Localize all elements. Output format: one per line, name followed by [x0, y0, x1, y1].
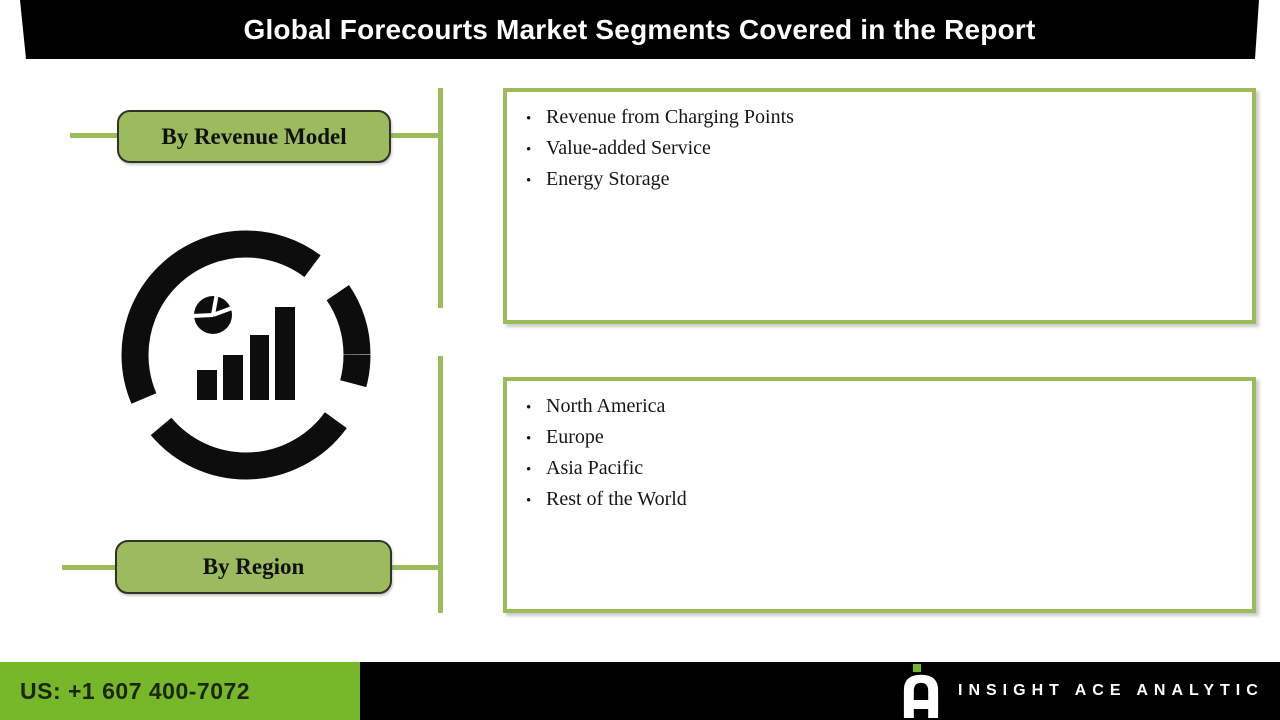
list-item: • North America [520, 392, 1242, 423]
market-analytics-icon [121, 230, 371, 480]
bracket-vertical-bottom [438, 356, 443, 613]
list-item-text: Energy Storage [546, 168, 670, 190]
list-item: • Revenue from Charging Points [520, 103, 1242, 134]
bullet-marker: • [526, 493, 532, 509]
list-item: • Asia Pacific [520, 454, 1242, 485]
region-list: • North America • Europe • Asia Pacific … [520, 392, 1242, 516]
list-item-text: North America [546, 395, 666, 417]
by-region-button: By Region [115, 540, 392, 594]
title-banner: Global Forecourts Market Segments Covere… [20, 0, 1259, 59]
by-revenue-model-button: By Revenue Model [117, 110, 391, 163]
bracket-vertical-top [438, 88, 443, 308]
segmented-ring-chart-icon [121, 230, 371, 480]
page-title: Global Forecourts Market Segments Covere… [243, 13, 1036, 45]
bullet-marker: • [526, 142, 532, 158]
list-item: • Europe [520, 423, 1242, 454]
footer-brand-bar: INSIGHT ACE ANALYTIC [360, 662, 1280, 720]
insight-ace-logo-icon [903, 664, 939, 718]
list-item: • Value-added Service [520, 134, 1242, 165]
list-item: • Rest of the World [520, 485, 1242, 516]
connector-line-left-revenue [70, 133, 117, 138]
revenue-model-list-box: • Revenue from Charging Points • Value-a… [503, 88, 1256, 324]
footer-phone-bar: US: +1 607 400-7072 [0, 662, 360, 720]
connector-line-right-revenue [391, 133, 443, 138]
pie-chart-glyph [191, 292, 233, 334]
list-item-text: Revenue from Charging Points [546, 106, 794, 128]
revenue-model-list: • Revenue from Charging Points • Value-a… [520, 103, 1242, 196]
bullet-marker: • [526, 431, 532, 447]
list-item-text: Rest of the World [546, 488, 687, 510]
list-item-text: Value-added Service [546, 137, 711, 159]
connector-line-left-region [62, 565, 115, 570]
bullet-marker: • [526, 111, 532, 127]
bar-chart-glyph [197, 307, 295, 400]
list-item: • Energy Storage [520, 165, 1242, 196]
by-region-label: By Region [202, 554, 305, 579]
by-revenue-model-label: By Revenue Model [161, 123, 347, 149]
phone-number: US: +1 607 400-7072 [20, 677, 251, 704]
bullet-marker: • [526, 173, 532, 189]
bullet-marker: • [526, 400, 532, 416]
connector-line-right-region [392, 565, 443, 570]
region-list-box: • North America • Europe • Asia Pacific … [503, 377, 1256, 613]
bullet-marker: • [526, 462, 532, 478]
list-item-text: Asia Pacific [546, 457, 644, 479]
list-item-text: Europe [546, 426, 604, 448]
brand-name: INSIGHT ACE ANALYTIC [958, 682, 1264, 699]
